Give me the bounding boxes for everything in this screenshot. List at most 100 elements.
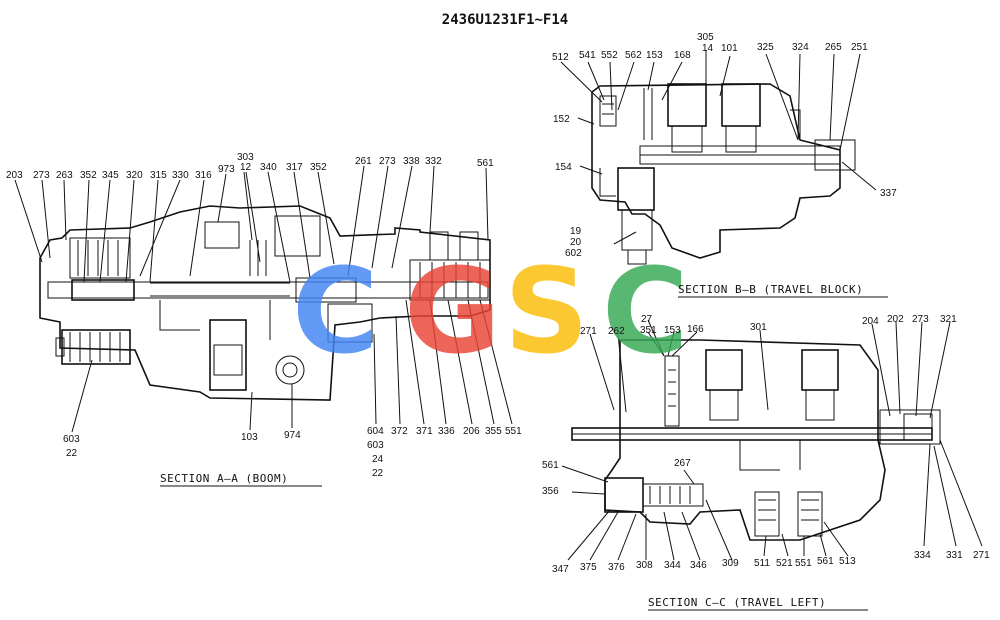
part-label: 512 — [552, 52, 569, 63]
part-label: 271 — [973, 550, 990, 561]
part-label: 332 — [425, 156, 442, 167]
part-label: 154 — [555, 162, 572, 173]
part-label: 356 — [542, 486, 559, 497]
part-label: 309 — [722, 558, 739, 569]
part-label: 324 — [792, 42, 809, 53]
section-cc-drawing — [571, 339, 941, 541]
part-labels-cc: 27 351 153 166 271 262 301 204 202 273 3… — [542, 314, 990, 575]
part-label: 317 — [286, 162, 303, 173]
part-label: 202 — [887, 314, 904, 325]
part-label: 203 — [6, 170, 23, 181]
part-label: 22 — [372, 468, 384, 479]
part-label: 541 — [579, 50, 596, 61]
part-label: 308 — [636, 560, 653, 571]
part-label: 561 — [542, 460, 559, 471]
part-label: 12 — [240, 162, 252, 173]
part-label: 351 — [640, 325, 657, 336]
part-label: 355 — [485, 426, 502, 437]
part-label: 331 — [946, 550, 963, 561]
part-label: 330 — [172, 170, 189, 181]
part-label: 22 — [66, 448, 78, 459]
part-label: 251 — [851, 42, 868, 53]
part-label: 511 — [754, 558, 770, 569]
part-label: 303 — [237, 152, 254, 163]
watermark-letter-g: G — [404, 242, 501, 380]
part-label: 166 — [687, 324, 704, 335]
part-label: 551 — [505, 426, 522, 437]
part-label: 206 — [463, 426, 480, 437]
section-cc-caption: SECTION C—C (TRAVEL LEFT) — [648, 596, 826, 609]
watermark-letter-c2: C — [602, 242, 689, 380]
part-label: 321 — [940, 314, 957, 325]
part-label: 14 — [702, 43, 714, 54]
part-label: 24 — [372, 454, 384, 465]
part-label: 375 — [580, 562, 597, 573]
part-label: 973 — [218, 164, 235, 175]
section-bb-drawing — [591, 83, 856, 265]
part-label: 271 — [580, 326, 597, 337]
part-label: 347 — [552, 564, 569, 575]
part-label: 602 — [565, 248, 582, 259]
part-labels-bb: 512 541 552 562 153 168 305 14 101 325 3… — [552, 32, 897, 259]
part-label: 267 — [674, 458, 691, 469]
part-label: 561 — [817, 556, 834, 567]
part-label: 316 — [195, 170, 212, 181]
part-label: 336 — [438, 426, 455, 437]
watermark-letter-s: S — [504, 242, 589, 380]
section-aa-drawing — [39, 205, 491, 401]
part-label: 552 — [601, 50, 618, 61]
part-label: 352 — [310, 162, 327, 173]
part-label: 561 — [477, 158, 494, 169]
part-label: 345 — [102, 170, 119, 181]
part-label: 338 — [403, 156, 420, 167]
part-label: 604 — [367, 426, 384, 437]
section-captions: SECTION A—A (BOOM) SECTION B—B (TRAVEL B… — [160, 283, 888, 611]
part-label: 262 — [608, 326, 625, 337]
part-label: 168 — [674, 50, 691, 61]
part-label: 19 — [570, 226, 582, 237]
part-label: 273 — [379, 156, 396, 167]
watermark-letter-c1: C — [292, 242, 379, 380]
watermark: C G S C — [292, 242, 689, 380]
part-label: 261 — [355, 156, 372, 167]
part-label: 265 — [825, 42, 842, 53]
part-label: 334 — [914, 550, 931, 561]
part-label: 273 — [33, 170, 50, 181]
part-label: 320 — [126, 170, 143, 181]
part-label: 325 — [757, 42, 774, 53]
part-label: 273 — [912, 314, 929, 325]
part-label: 315 — [150, 170, 167, 181]
part-label: 301 — [750, 322, 767, 333]
part-label: 204 — [862, 316, 879, 327]
part-label: 603 — [63, 434, 80, 445]
part-label: 371 — [416, 426, 433, 437]
part-label: 521 — [776, 558, 793, 569]
part-label: 103 — [241, 432, 258, 443]
part-label: 153 — [646, 50, 663, 61]
part-label: 974 — [284, 430, 301, 441]
part-label: 340 — [260, 162, 277, 173]
drawing-title: 2436U1231F1~F14 — [442, 12, 568, 28]
section-aa-caption: SECTION A—A (BOOM) — [160, 472, 288, 485]
part-label: 562 — [625, 50, 642, 61]
part-label: 153 — [664, 325, 681, 336]
part-label: 101 — [721, 43, 738, 54]
part-label: 352 — [80, 170, 97, 181]
part-label: 344 — [664, 560, 681, 571]
section-bb-caption: SECTION B—B (TRAVEL BLOCK) — [678, 283, 863, 296]
part-label: 305 — [697, 32, 714, 43]
part-label: 263 — [56, 170, 73, 181]
part-label: 376 — [608, 562, 625, 573]
leader-lines — [14, 50, 983, 561]
part-label: 20 — [570, 237, 582, 248]
part-label: 372 — [391, 426, 408, 437]
part-label: 346 — [690, 560, 707, 571]
part-label: 603 — [367, 440, 384, 451]
part-label: 27 — [641, 314, 653, 325]
part-label: 152 — [553, 114, 570, 125]
part-label: 513 — [839, 556, 856, 567]
part-label: 551 — [795, 558, 812, 569]
part-label: 337 — [880, 188, 897, 199]
part-labels-aa: 203 273 263 352 345 320 315 330 316 973 … — [6, 152, 522, 479]
